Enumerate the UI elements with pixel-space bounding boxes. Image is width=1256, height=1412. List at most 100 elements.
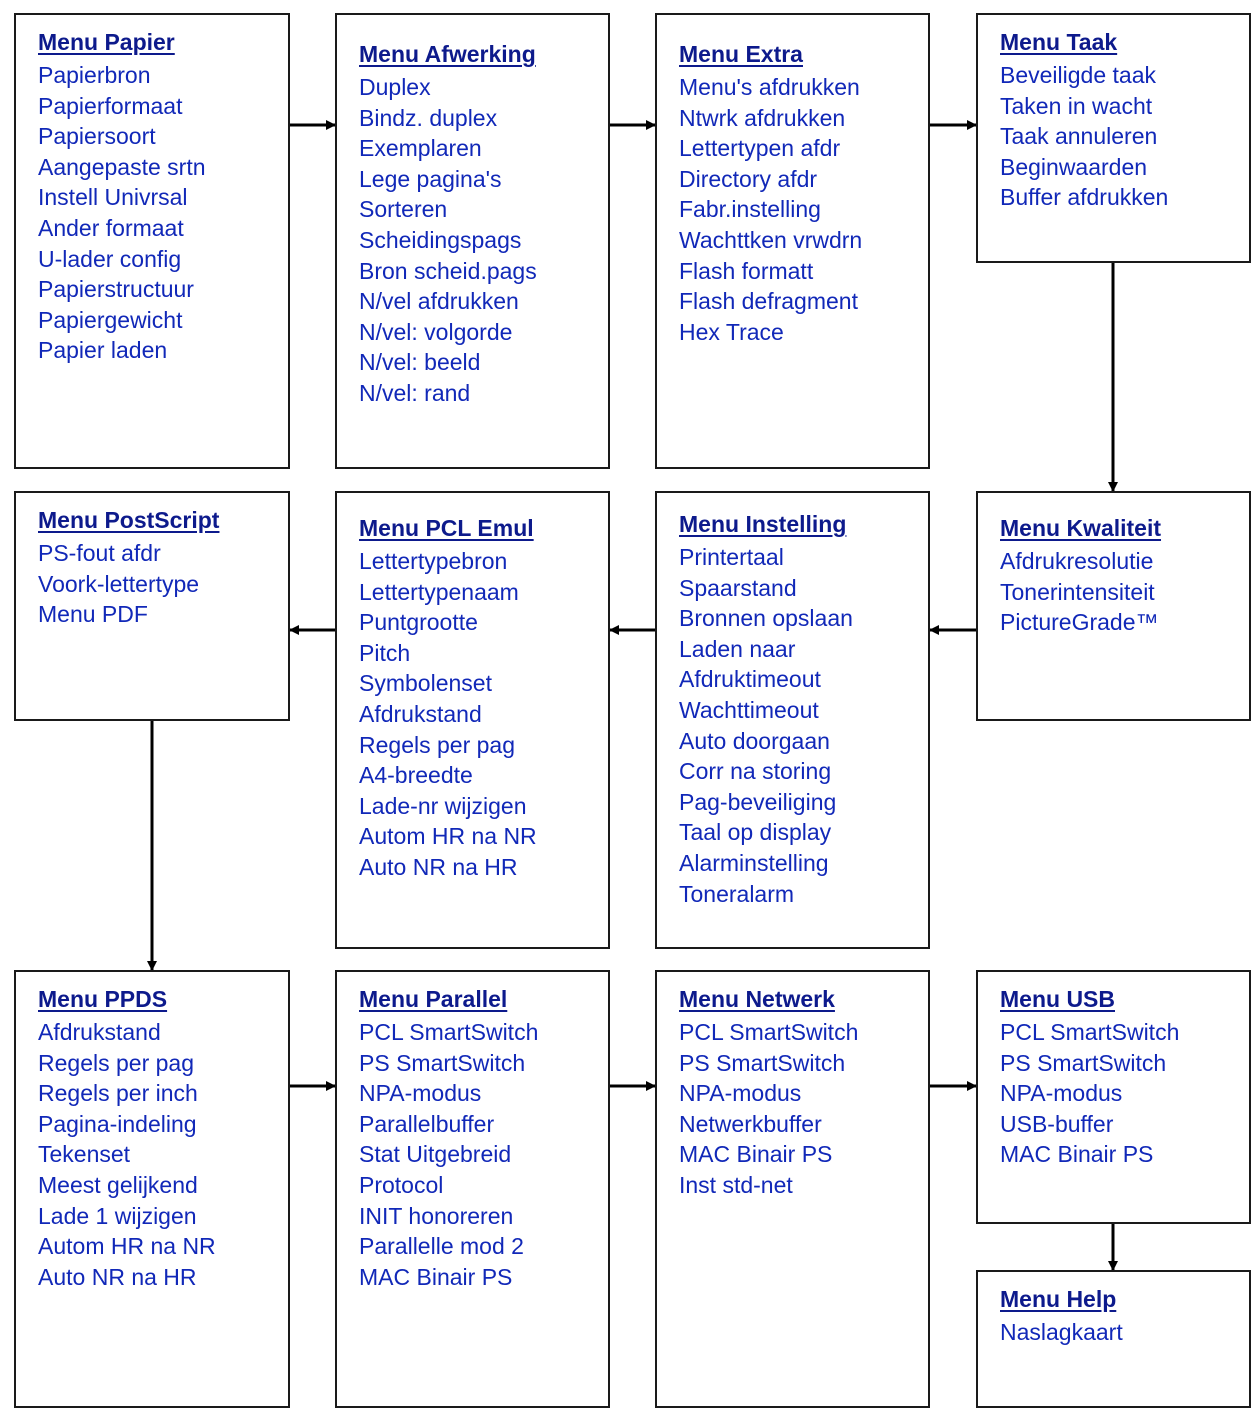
menu-item: Lege pagina's [359, 165, 502, 192]
menu-item: Aangepaste srtn [38, 153, 206, 180]
menu-item: Afdruktimeout [679, 666, 821, 693]
menu-item: Instell Univrsal [38, 184, 188, 211]
menu-item: Fabr.instelling [679, 196, 821, 223]
menu-item: PS SmartSwitch [679, 1049, 846, 1076]
menu-item: Beveiligde taak [1000, 62, 1156, 88]
menu-item: Sorteren [359, 196, 448, 223]
menu-item: Auto doorgaan [679, 727, 830, 754]
menu-item: INIT honoreren [359, 1202, 514, 1229]
menu-item: Inst std-net [679, 1171, 793, 1198]
menu-item: Flash defragment [679, 288, 858, 315]
menu-item: Protocol [359, 1171, 444, 1198]
menu-item: Autom HR na NR [38, 1233, 216, 1260]
menu-title-usb: Menu USB [1000, 986, 1115, 1012]
menu-item: Wachttken vrwdrn [679, 226, 863, 253]
menu-item: Papierbron [38, 62, 151, 88]
menu-item: Regels per pag [38, 1049, 194, 1076]
menu-item: Lettertypebron [359, 548, 508, 574]
menu-item: Afdrukresolutie [1000, 548, 1154, 574]
menu-item: Naslagkaart [1000, 1319, 1123, 1345]
menu-title-parallel: Menu Parallel [359, 986, 508, 1012]
menu-item: Lade 1 wijzigen [38, 1202, 197, 1229]
menu-item: Netwerkbuffer [679, 1110, 822, 1137]
menu-item: PCL SmartSwitch [679, 1019, 859, 1045]
menu-item: Regels per pag [359, 731, 515, 758]
menu-title-instelling: Menu Instelling [679, 511, 847, 537]
menu-title-afwerking: Menu Afwerking [359, 41, 536, 67]
menu-item: Pitch [359, 639, 411, 666]
menu-item: Auto NR na HR [359, 853, 518, 880]
menu-item: PCL SmartSwitch [1000, 1019, 1180, 1045]
menu-item: Scheidingspags [359, 226, 522, 253]
menu-title-ppds: Menu PPDS [38, 986, 168, 1012]
menu-item: Bindz. duplex [359, 104, 498, 131]
menu-item: Lettertypen afdr [679, 135, 841, 162]
menu-item: Laden naar [679, 635, 796, 662]
menu-item: Corr na storing [679, 758, 832, 785]
menu-item: PictureGrade™ [1000, 609, 1159, 636]
menu-item: MAC Binair PS [1000, 1141, 1154, 1168]
menu-item: U-lader config [38, 245, 182, 272]
menu-item: PS-fout afdr [38, 540, 161, 566]
menu-item: Tekenset [38, 1141, 131, 1168]
menu-item: N/vel: rand [359, 379, 471, 406]
menu-item: Auto NR na HR [38, 1263, 197, 1290]
menu-item: Taak annuleren [1000, 123, 1158, 150]
menu-item: Papiergewicht [38, 306, 183, 333]
menu-item: Beginwaarden [1000, 153, 1148, 180]
menu-item: Voork-lettertype [38, 570, 200, 597]
menu-item: NPA-modus [679, 1080, 802, 1107]
menu-item: Wachttimeout [679, 696, 819, 723]
menu-title-extra: Menu Extra [679, 41, 803, 67]
menu-item: Parallelbuffer [359, 1110, 495, 1137]
menu-item: Afdrukstand [359, 700, 482, 727]
menu-item: Bron scheid.pags [359, 257, 537, 284]
menu-item: Exemplaren [359, 135, 482, 162]
menu-item: N/vel: beeld [359, 349, 481, 376]
menu-item: N/vel afdrukken [359, 288, 519, 315]
menu-item: Menu PDF [38, 601, 148, 628]
menu-item: Spaarstand [679, 574, 797, 601]
menu-item: Ntwrk afdrukken [679, 104, 846, 131]
menu-item: Directory afdr [679, 165, 818, 192]
menu-title-postscript: Menu PostScript [38, 507, 220, 533]
menu-item: Taken in wacht [1000, 92, 1153, 119]
menu-item: Autom HR na NR [359, 823, 537, 850]
menu-title-papier: Menu Papier [38, 29, 175, 55]
menu-item: Duplex [359, 74, 431, 100]
menu-item: USB-buffer [1000, 1110, 1114, 1137]
menu-item: MAC Binair PS [679, 1141, 833, 1168]
menu-item: Alarminstelling [679, 849, 829, 876]
menu-title-pcl-emul: Menu PCL Emul [359, 515, 534, 541]
menu-item: Papiersoort [38, 123, 156, 150]
menu-item: Flash formatt [679, 257, 814, 284]
menu-item: PS SmartSwitch [1000, 1049, 1167, 1076]
menu-item: Symbolenset [359, 670, 492, 697]
menu-item: Buffer afdrukken [1000, 184, 1169, 211]
menu-item: Pag-beveiliging [679, 788, 837, 815]
menu-title-help: Menu Help [1000, 1286, 1117, 1312]
menu-item: PCL SmartSwitch [359, 1019, 539, 1045]
menu-title-netwerk: Menu Netwerk [679, 986, 835, 1012]
menu-item: Papierformaat [38, 92, 183, 119]
menu-item: Taal op display [679, 819, 832, 846]
menu-item: MAC Binair PS [359, 1263, 513, 1290]
menu-item: Regels per inch [38, 1080, 198, 1107]
menu-item: Ander formaat [38, 214, 184, 241]
menu-item: Menu's afdrukken [679, 74, 860, 100]
menu-item: Papierstructuur [38, 276, 194, 303]
menu-title-taak: Menu Taak [1000, 29, 1118, 55]
